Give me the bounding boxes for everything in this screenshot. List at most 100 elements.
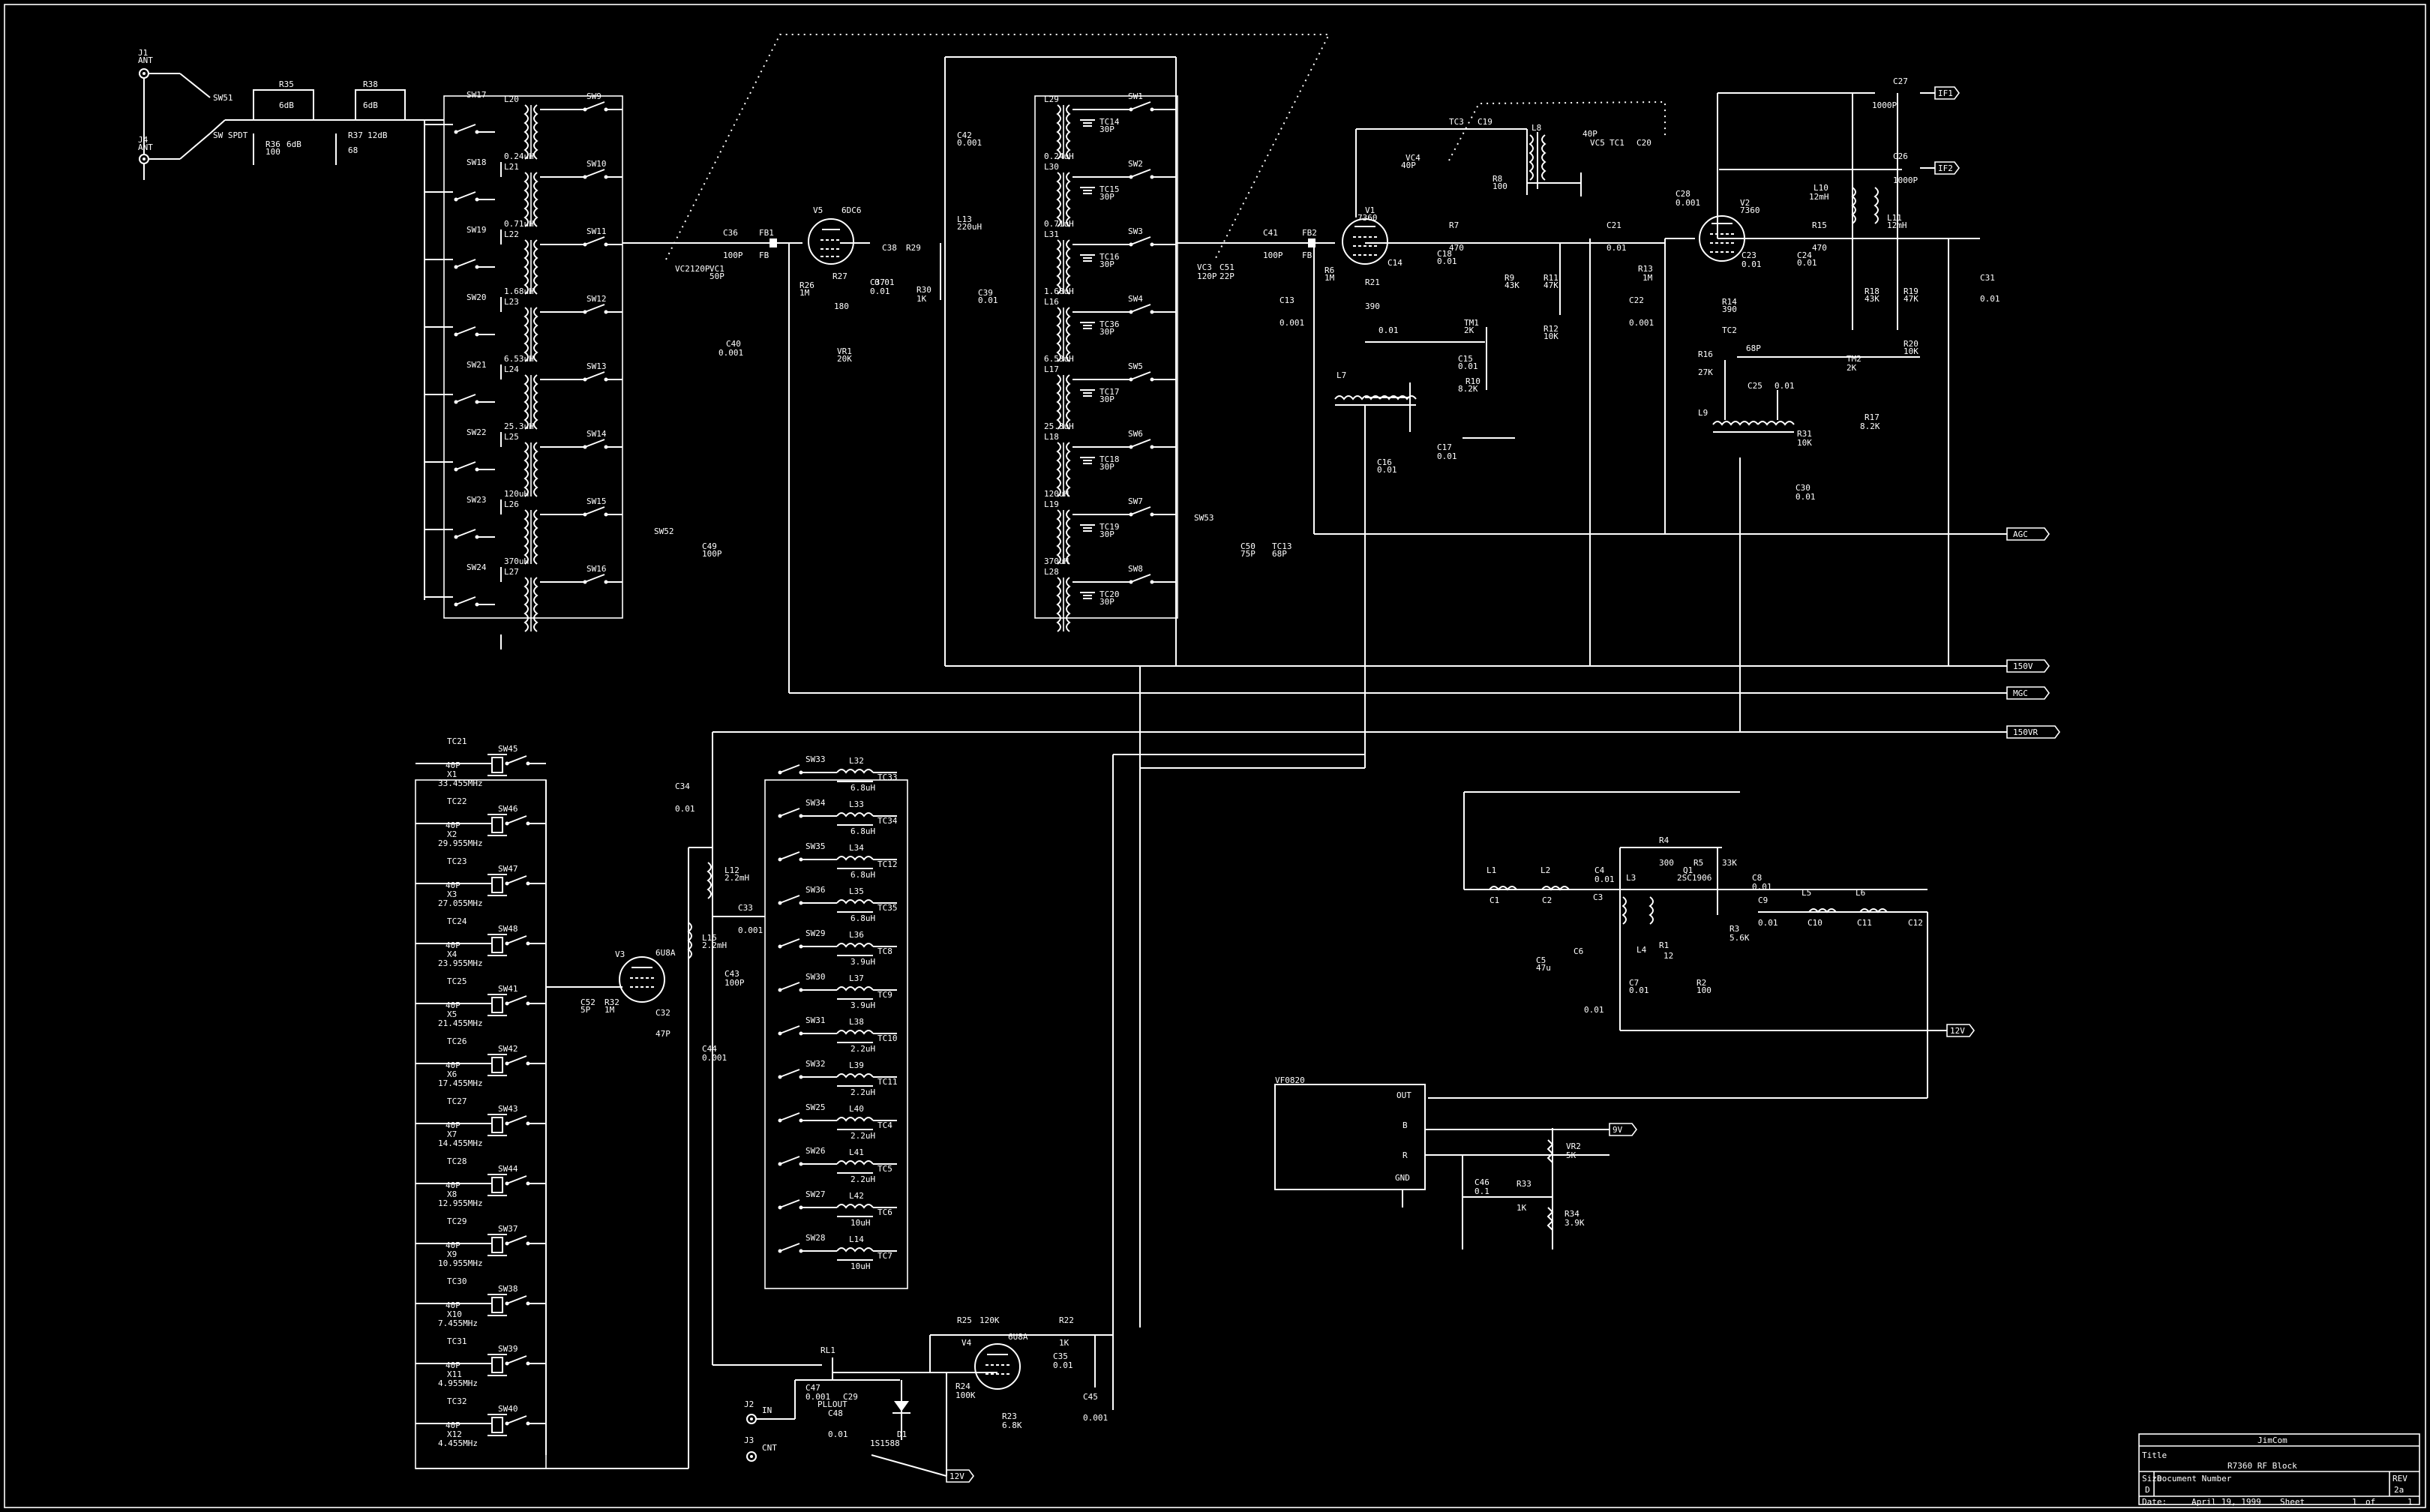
lo-amp-wiring [1424, 847, 1947, 1190]
tc-osc-3: TC35 [878, 903, 898, 913]
R20-label: R20 [1904, 339, 1918, 349]
R2-label: R2 [1696, 978, 1706, 988]
coil-L11 [1874, 187, 1879, 224]
ind-osc-val-9: 2.2uH [850, 1174, 875, 1184]
C31-label: C31 [1980, 273, 1995, 283]
tc-xtal-val-7: 40P [446, 1180, 460, 1190]
sw-left-1: SW18 [466, 158, 487, 167]
tc-osc-0: TC33 [878, 772, 898, 782]
xtal-2: X3 [447, 890, 457, 899]
module-pin-r: R [1402, 1150, 1408, 1160]
R10-label: R10 [1466, 376, 1480, 386]
L5-label: L5 [1802, 888, 1811, 898]
SW51-label: SW51 [213, 93, 233, 103]
C18-label: C18 [1437, 249, 1452, 259]
tc-mid-val-5: 30P [1100, 462, 1114, 472]
R25-label: R25 [957, 1316, 972, 1325]
C16-label: C16 [1377, 458, 1392, 467]
ind-left-val-5: 120uH [504, 489, 529, 499]
tc-xtal-5: TC26 [447, 1036, 467, 1046]
ind-left-val-3: 6.53uH [504, 354, 534, 364]
tc-xtal-1: TC22 [447, 796, 467, 806]
R23-label: R23 [1002, 1412, 1017, 1421]
C13-value: 0.001 [1280, 318, 1304, 328]
xtal-freq-0: 33.455MHz [438, 778, 483, 788]
R4-label: R4 [1659, 836, 1670, 845]
C12-label: C12 [1908, 918, 1923, 928]
sw-xtal-11: SW40 [498, 1404, 518, 1414]
lo-amp-labels: L1 L2 C1 C2 C3 C4 0.01 R4 300 R5 33K Q1 … [1486, 836, 1923, 1015]
C2-label: C2 [1542, 896, 1552, 905]
tube-V1 [1342, 218, 1388, 265]
ind-osc-11: L14 [849, 1234, 864, 1244]
C19-label: C19 [1478, 117, 1492, 127]
R16-label: R16 [1698, 350, 1713, 359]
ind-osc-2: L34 [849, 843, 864, 853]
R6-label: R6 [1324, 266, 1334, 275]
sw-osc-2: SW35 [806, 842, 826, 851]
vf0820-module: VF0820 OUT B R GND [1274, 1076, 1426, 1208]
V2-value: 7360 [1740, 206, 1760, 215]
VR2-value: 5K [1566, 1150, 1576, 1160]
xtal-freq-5: 17.455MHz [438, 1078, 483, 1088]
R13-value: 1M [1642, 273, 1653, 283]
C6-value: 0.01 [1584, 1005, 1604, 1015]
R29-label: R29 [906, 243, 921, 253]
L12-label: L12 [724, 866, 740, 875]
sw-right-1: SW10 [586, 159, 607, 169]
gang-link-2 [1448, 100, 1666, 161]
C44-value: 0.001 [702, 1053, 727, 1063]
R3-value: 5.6K [1730, 933, 1750, 943]
tc-mid-5: TC18 [1100, 454, 1120, 464]
sw-osc-0: SW33 [806, 754, 826, 764]
C6-label: C6 [1574, 946, 1583, 956]
TC13-value: 68P [1272, 549, 1287, 559]
ind-mid-4: L17 [1044, 364, 1059, 374]
ind-osc-1: L33 [849, 800, 864, 809]
C13-label: C13 [1280, 296, 1294, 305]
V5-label: V5 [813, 206, 823, 215]
J3-sub: CNT [762, 1443, 777, 1453]
lo-amp-coils [1489, 886, 1928, 925]
net-MGC: MGC [2013, 688, 2028, 698]
C46-label: C46 [1474, 1178, 1490, 1187]
tc-xtal-9: TC30 [447, 1276, 467, 1286]
vf0820-periph-wiring [1462, 1139, 1554, 1250]
FB2-value: FB [1302, 250, 1312, 260]
tc-osc-6: TC10 [878, 1034, 898, 1043]
R21-value: 390 [1365, 302, 1380, 311]
crystal-bank-parts: TC2140PX133.455MHzSW45TC2240PX229.955MHz… [416, 736, 546, 1448]
net-labels: AGC 150V MGC 150VR IF1 IF2 12V 9V 12V [946, 86, 2060, 1483]
C9-value: 0.01 [1758, 918, 1778, 928]
ind-osc-6: L38 [849, 1017, 864, 1027]
R35-label: R35 [279, 80, 294, 89]
R26-label: R26 [800, 280, 814, 290]
R35-value: 6dB [279, 100, 294, 110]
C24-value: 0.01 [1797, 258, 1817, 268]
sw-xtal-10: SW39 [498, 1344, 518, 1354]
TC3-label: TC3 [1449, 117, 1464, 127]
tc-mid-2: TC16 [1100, 252, 1120, 262]
RL1-label: RL1 [820, 1346, 836, 1355]
coil-L12 [706, 862, 712, 899]
sw-osc-11: SW28 [806, 1233, 826, 1243]
R12-label: R12 [1544, 324, 1558, 334]
title-block-doc-label: Document Number [2157, 1474, 2232, 1484]
VC2-label: VC2 [675, 264, 690, 274]
sw-mid-6: SW7 [1128, 496, 1143, 506]
C43-value: 100P [724, 978, 745, 988]
pll-section-labels: RL1 J2 IN J3 CNT C47 0.001 C29 PLLOUT C4… [744, 1316, 1108, 1453]
ind-osc-val-1: 6.8uH [850, 826, 875, 836]
ind-osc-val-5: 3.9uH [850, 1000, 875, 1010]
L3-label: L3 [1626, 873, 1636, 883]
C48-label: C48 [828, 1408, 843, 1418]
net-AGC: AGC [2013, 530, 2028, 539]
ind-mid-3: L16 [1044, 297, 1059, 307]
ind-left-3: L23 [504, 297, 519, 307]
